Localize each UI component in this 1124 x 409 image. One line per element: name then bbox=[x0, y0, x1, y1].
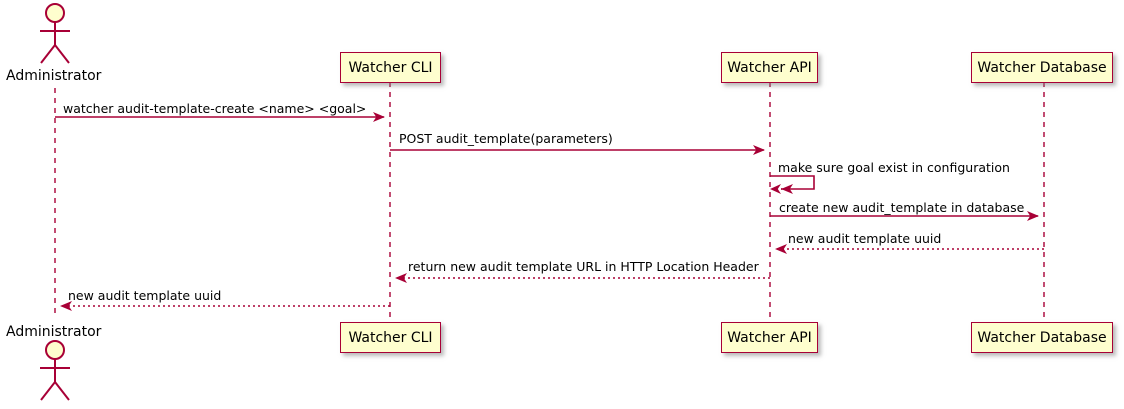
participant-head-watcher-api[interactable]: Watcher API bbox=[721, 52, 818, 83]
message-label-1: watcher audit-template-create <name> <go… bbox=[63, 101, 367, 116]
message-label-4: create new audit_template in database bbox=[779, 200, 1025, 215]
lifelines bbox=[54, 82, 1045, 322]
message-label-7: new audit template uuid bbox=[68, 288, 222, 303]
message-label-6: return new audit template URL in HTTP Lo… bbox=[408, 259, 759, 274]
message-label-5: new audit template uuid bbox=[788, 231, 942, 246]
participant-label: Watcher CLI bbox=[348, 59, 433, 76]
message-label-2: POST audit_template(parameters) bbox=[399, 131, 613, 146]
actor-label-administrator-bottom[interactable]: Administrator bbox=[6, 324, 102, 340]
actor-administrator-bottom bbox=[40, 340, 70, 401]
message-label-3: make sure goal exist in configuration bbox=[778, 160, 1010, 175]
actor-administrator-top bbox=[40, 3, 70, 64]
participant-foot-watcher-cli[interactable]: Watcher CLI bbox=[340, 322, 441, 353]
participant-head-watcher-database[interactable]: Watcher Database bbox=[971, 52, 1113, 83]
participant-label: Watcher API bbox=[727, 329, 812, 346]
participant-label: Watcher Database bbox=[977, 329, 1107, 346]
participant-foot-watcher-database[interactable]: Watcher Database bbox=[971, 322, 1113, 353]
actor-label-administrator-top[interactable]: Administrator bbox=[6, 68, 102, 84]
participant-head-watcher-cli[interactable]: Watcher CLI bbox=[340, 52, 441, 83]
participant-foot-watcher-api[interactable]: Watcher API bbox=[721, 322, 818, 353]
message-arrow-3-self bbox=[770, 175, 815, 194]
participant-label: Watcher CLI bbox=[348, 329, 433, 346]
participant-label: Watcher API bbox=[727, 59, 812, 76]
participant-label: Watcher Database bbox=[977, 59, 1107, 76]
